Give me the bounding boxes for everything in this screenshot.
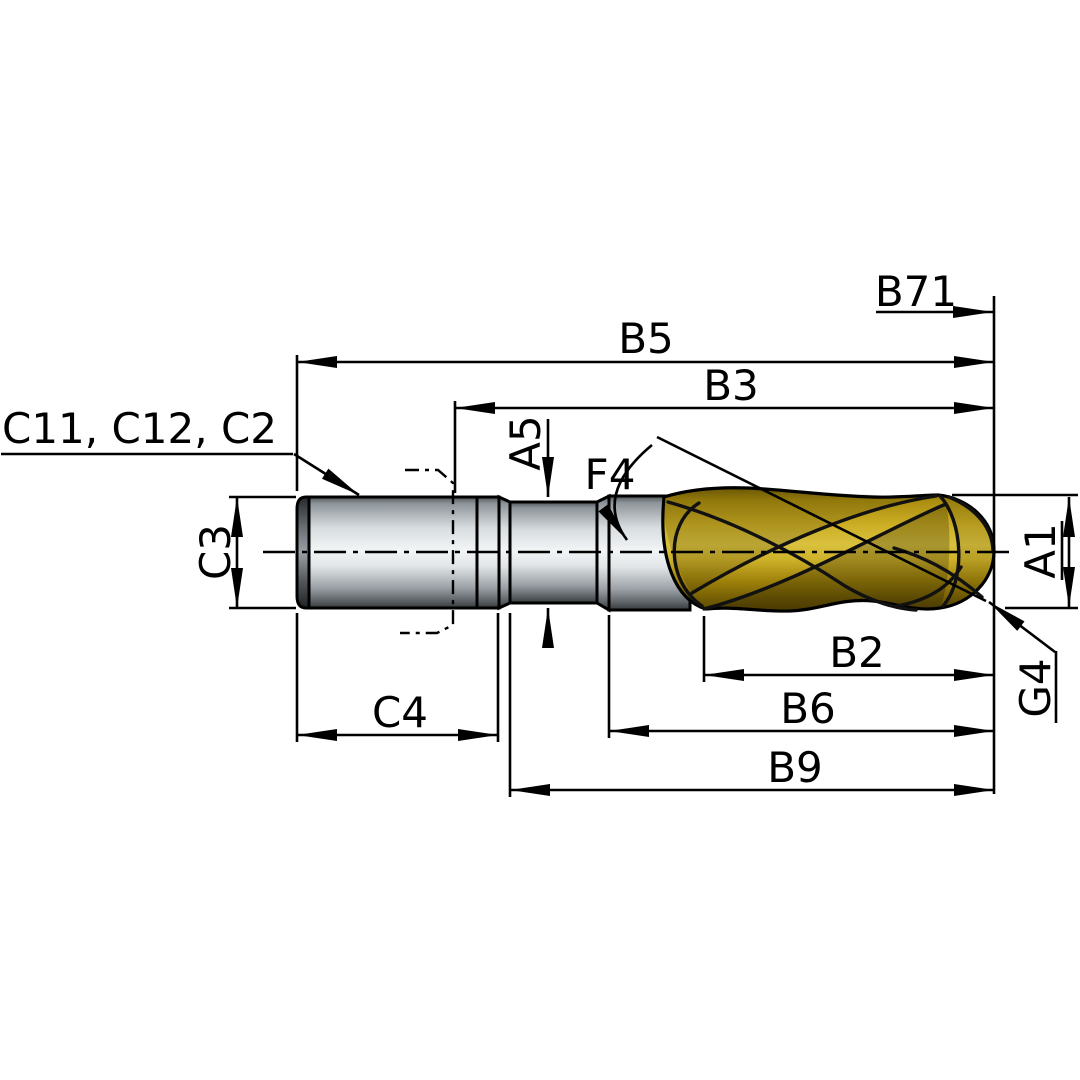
label-c4: C4 — [372, 688, 428, 737]
flute-spiral-edge-2 — [702, 502, 948, 611]
label-g4: G4 — [1011, 658, 1060, 717]
dim-b2: B2 — [702, 616, 994, 682]
dim-f4: F4 — [585, 435, 987, 603]
flute-spiral-edge-3 — [666, 500, 918, 612]
label-b71: B71 — [875, 267, 957, 316]
dim-g4: G4 — [988, 600, 1060, 723]
dim-a1: A1 — [952, 493, 1078, 610]
dim-b71: B71 — [875, 267, 993, 318]
dim-c4: C4 — [295, 613, 500, 742]
label-shank-codes: C11, C12, C2 — [2, 404, 277, 453]
label-b6: B6 — [780, 684, 836, 733]
dim-b9: B9 — [508, 613, 994, 797]
label-c3: C3 — [191, 524, 240, 580]
label-b9: B9 — [767, 743, 823, 792]
flute-spiral-edge-1 — [690, 494, 938, 595]
label-f4: F4 — [585, 450, 636, 499]
dim-shank-codes: C11, C12, C2 — [1, 404, 360, 497]
c4-extension-lines — [295, 613, 500, 742]
dim-c3: C3 — [191, 495, 296, 610]
ball-bottom-arc — [895, 565, 963, 608]
shank-codes-leader — [293, 452, 360, 497]
flute-shade-lower — [704, 504, 950, 612]
dim-a5: A5 — [501, 415, 554, 648]
clamping-zone-boundary — [400, 468, 455, 635]
dim-b6: B6 — [607, 615, 994, 738]
label-a1: A1 — [1016, 523, 1065, 578]
label-b3: B3 — [703, 361, 759, 410]
f4-angle-arc — [598, 444, 653, 541]
label-b5: B5 — [618, 314, 674, 363]
ball-nose-arc — [938, 494, 961, 608]
ball-tip-arc — [947, 495, 995, 552]
ball-nose-diagonal — [892, 546, 984, 599]
dim-b5: B5 — [295, 314, 994, 491]
f4-angle-reference-line — [656, 435, 987, 603]
g4-leader — [988, 600, 1056, 654]
label-a5: A5 — [501, 415, 550, 470]
flute-shade-upper — [663, 487, 936, 593]
cutter-head — [661, 486, 996, 613]
dim-b3: B3 — [453, 361, 994, 493]
label-b2: B2 — [829, 628, 885, 677]
